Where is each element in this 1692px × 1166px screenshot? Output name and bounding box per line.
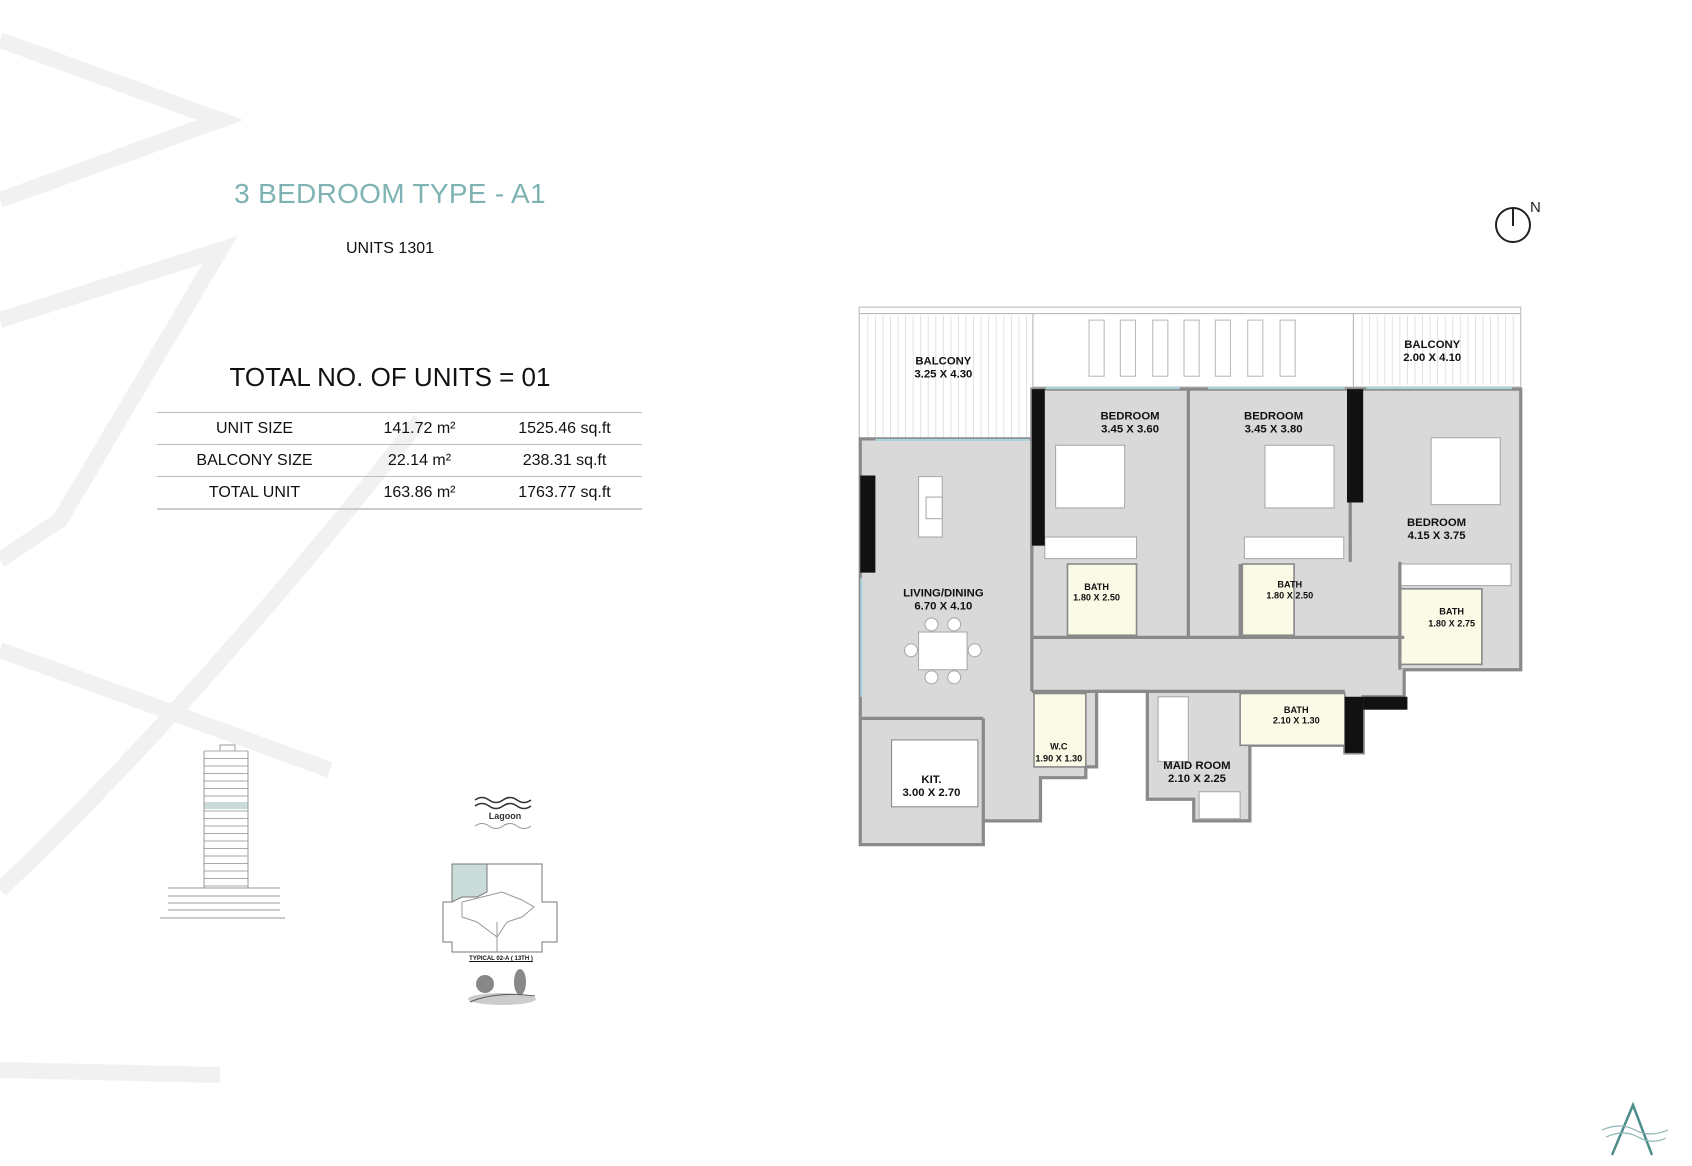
- room-name: BEDROOM: [1407, 517, 1466, 529]
- room-name: BALCONY: [1404, 339, 1460, 351]
- room-size: 1.80 X 2.50: [1266, 591, 1313, 601]
- unit-numbers: UNITS 1301: [345, 240, 435, 257]
- room-size: 1.90 X 1.30: [1035, 754, 1082, 764]
- page-title: 3 BEDROOM TYPE - A1: [234, 178, 546, 209]
- area-spec-table: UNIT SIZE 141.72 m² 1525.46 sq.ft BALCON…: [157, 412, 642, 510]
- row-sqm: 141.72 m²: [352, 412, 487, 445]
- room-size: 2.00 X 4.10: [1403, 352, 1461, 364]
- room-name: KIT.: [921, 774, 941, 786]
- room-name: BEDROOM: [1100, 410, 1159, 422]
- room-name: LIVING/DINING: [903, 587, 984, 599]
- north-arrow-icon: N: [1495, 199, 1541, 243]
- key-plan-floor-label: TYPICAL 02-A ( 13TH ): [469, 956, 533, 962]
- north-label: N: [1530, 199, 1541, 216]
- building-elevation-key: [160, 744, 285, 919]
- wardrobes-and-beds: [918, 437, 1512, 820]
- row-sqm: 163.86 m²: [352, 476, 487, 510]
- room-size: 3.45 X 3.60: [1101, 423, 1159, 435]
- room-size: 6.70 X 4.10: [914, 600, 972, 612]
- room-size: 3.00 X 2.70: [903, 787, 961, 799]
- row-label: TOTAL UNIT: [157, 476, 352, 510]
- room-size: 2.10 X 2.25: [1168, 773, 1226, 785]
- landscape-icon: [468, 969, 536, 1005]
- room-labels: BALCONY 3.25 X 4.30 BALCONY 2.00 X 4.10 …: [903, 339, 1476, 799]
- lagoon-label: Lagoon: [489, 811, 522, 821]
- structural-walls: [860, 389, 1408, 753]
- room-name: BATH: [1284, 705, 1309, 715]
- room-size: 4.15 X 3.75: [1408, 530, 1466, 542]
- dining-set: [903, 617, 982, 685]
- room-name: BATH: [1439, 607, 1464, 617]
- total-units-heading: TOTAL NO. OF UNITS = 01: [229, 362, 551, 392]
- room-name: BATH: [1277, 580, 1302, 590]
- water-waves-icon: Lagoon: [474, 796, 532, 829]
- brand-logo: [1601, 1101, 1669, 1156]
- room-name: MAID ROOM: [1163, 760, 1230, 772]
- key-plan: [442, 863, 558, 953]
- room-size: 2.10 X 1.30: [1273, 716, 1320, 726]
- row-sqm: 22.14 m²: [352, 444, 487, 477]
- planters: [1088, 319, 1296, 377]
- lagoon-marker: Lagoon: [470, 795, 540, 835]
- table-row: UNIT SIZE 141.72 m² 1525.46 sq.ft: [157, 412, 642, 445]
- room-name: BALCONY: [915, 355, 971, 367]
- table-row: TOTAL UNIT 163.86 m² 1763.77 sq.ft: [157, 476, 642, 510]
- room-name: BEDROOM: [1244, 410, 1303, 422]
- room-size: 1.80 X 2.50: [1073, 593, 1120, 603]
- wet-areas: [1033, 563, 1483, 768]
- background-watermark: [0, 32, 427, 1083]
- room-name: W.C: [1050, 742, 1068, 752]
- room-name: BATH: [1084, 582, 1109, 592]
- row-sqft: 1525.46 sq.ft: [487, 412, 642, 445]
- row-label: BALCONY SIZE: [157, 444, 352, 477]
- floor-plan: BALCONY 3.25 X 4.30 BALCONY 2.00 X 4.10 …: [858, 306, 1523, 847]
- row-sqft: 238.31 sq.ft: [487, 444, 642, 477]
- room-size: 3.25 X 4.30: [914, 368, 972, 380]
- row-label: UNIT SIZE: [157, 412, 352, 445]
- row-sqft: 1763.77 sq.ft: [487, 476, 642, 510]
- room-size: 1.80 X 2.75: [1428, 619, 1475, 629]
- room-size: 3.45 X 3.80: [1245, 423, 1303, 435]
- table-row: BALCONY SIZE 22.14 m² 238.31 sq.ft: [157, 444, 642, 477]
